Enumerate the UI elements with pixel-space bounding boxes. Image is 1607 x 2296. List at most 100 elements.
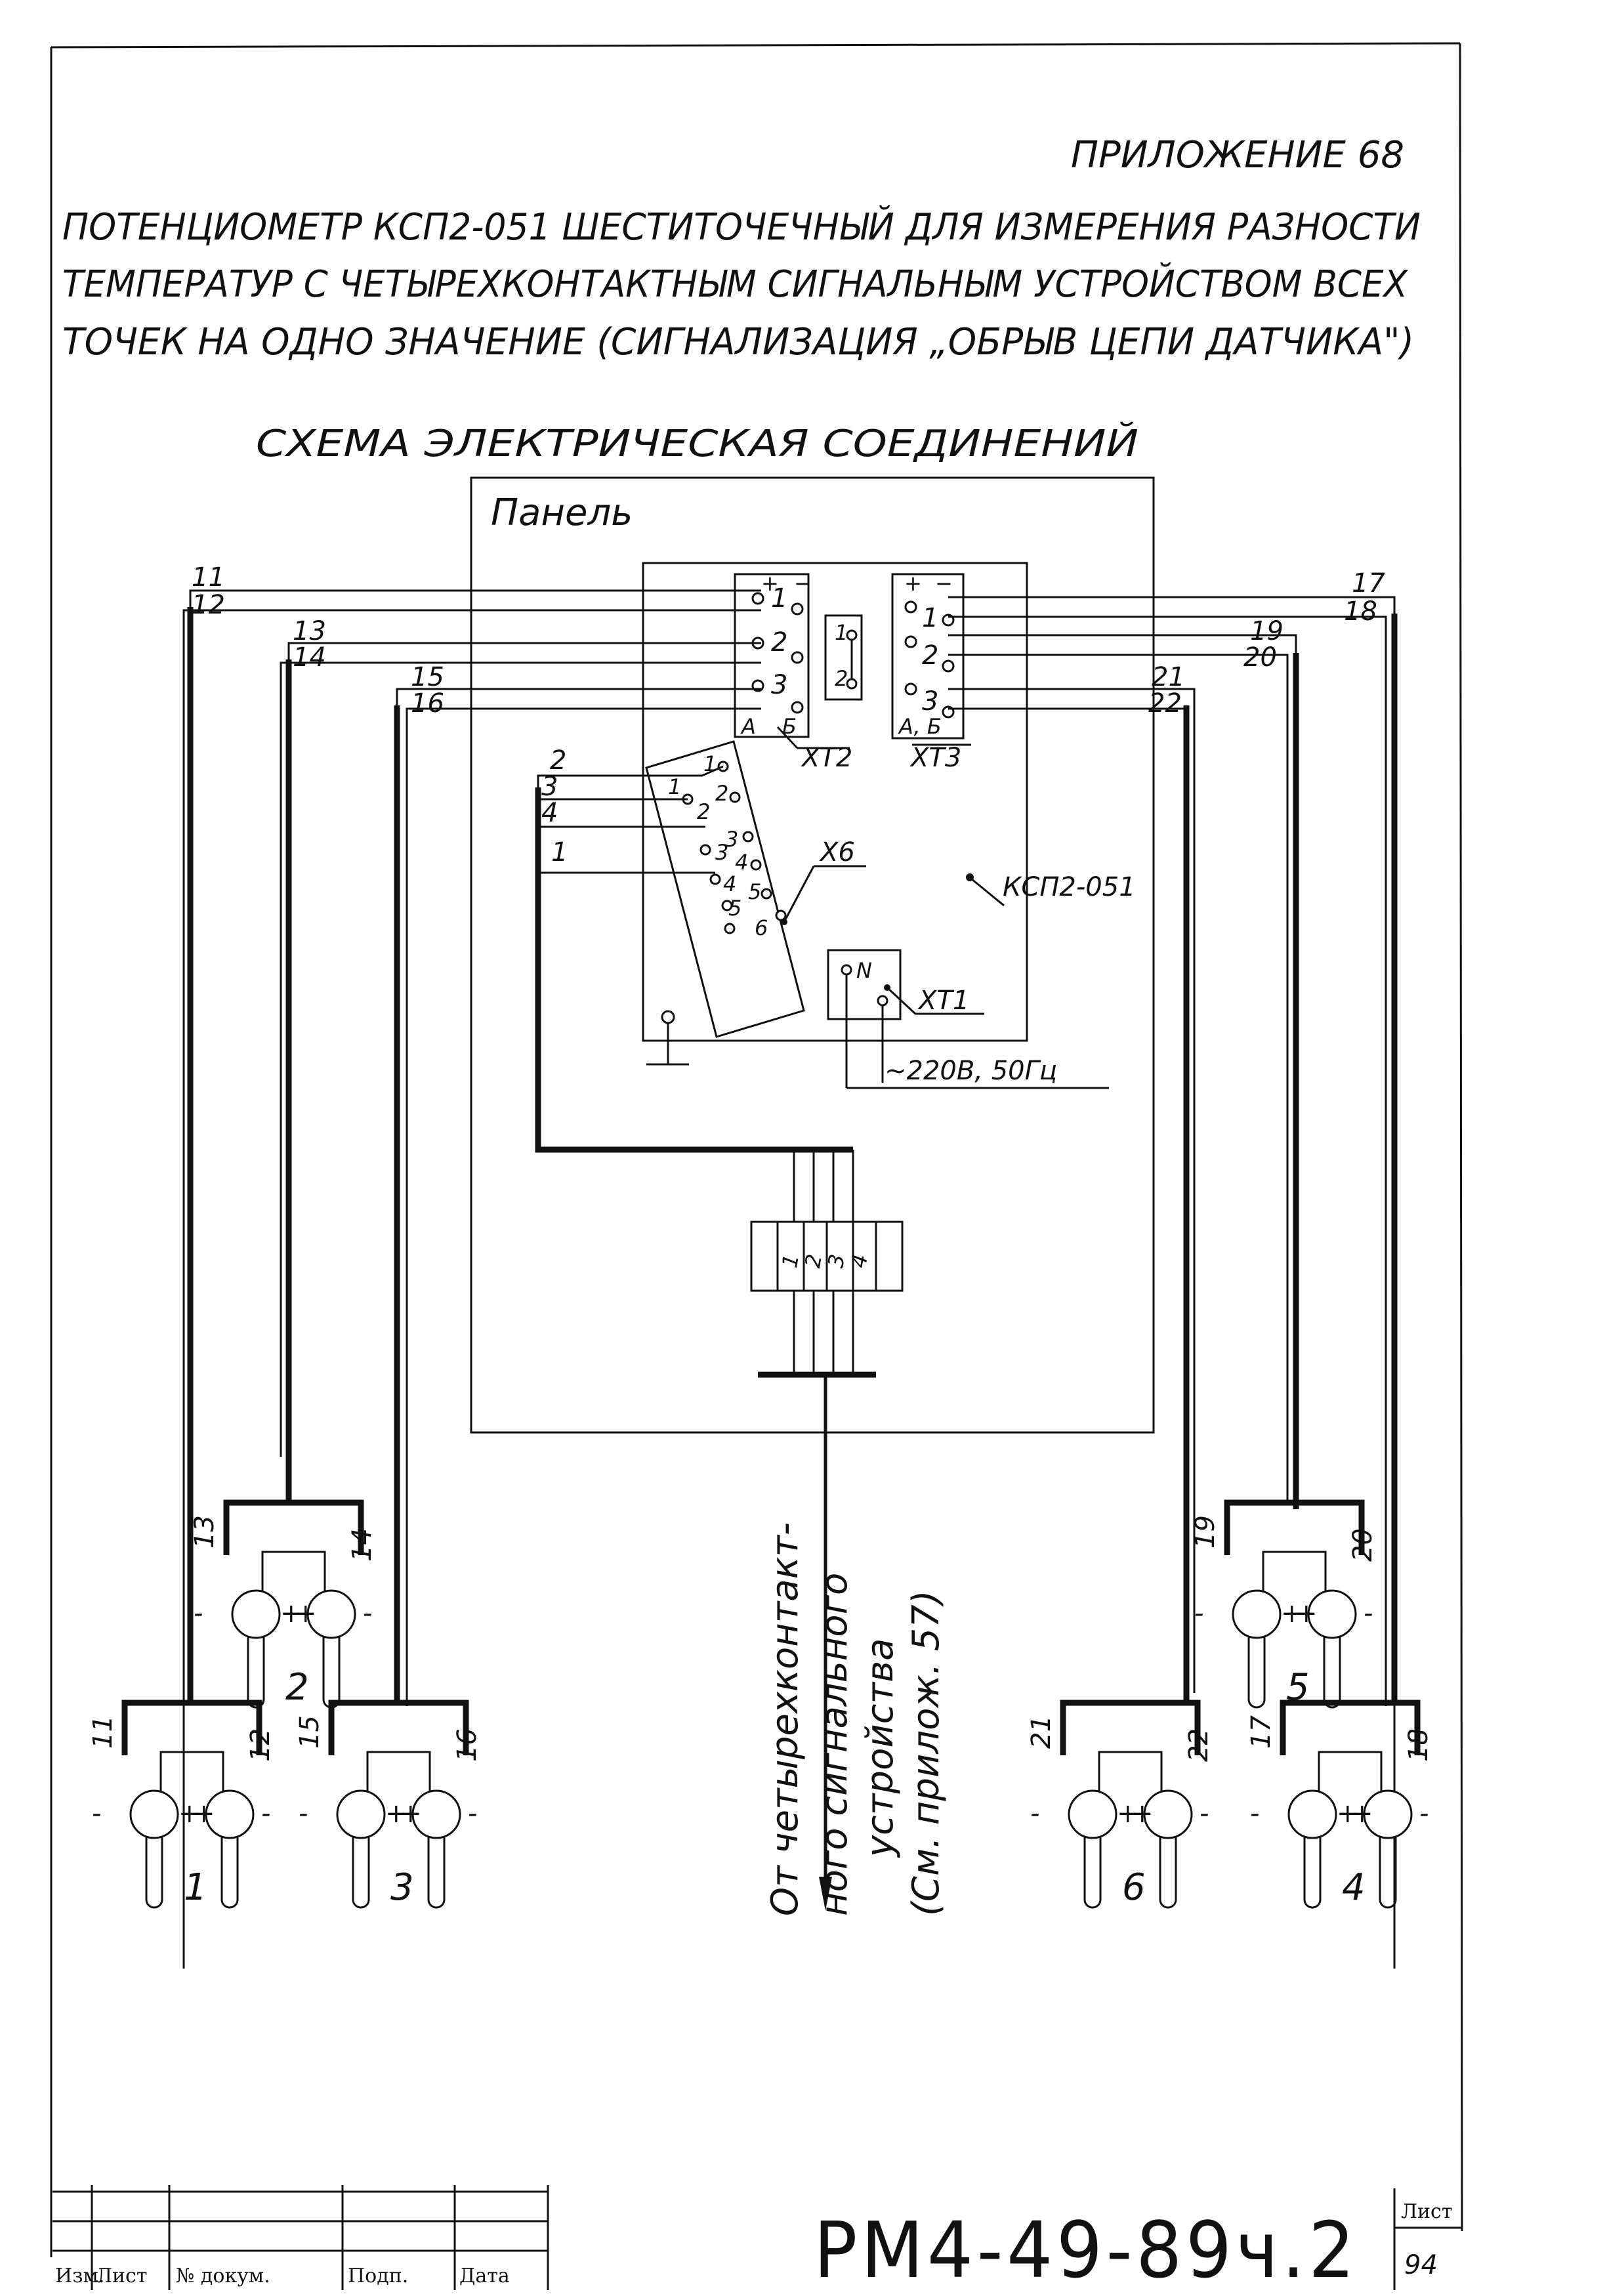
sensor-3-bulb-1: [336, 1789, 386, 1839]
x6-pin-2-top: 2: [715, 781, 728, 806]
x6-pin-5-left: 5: [728, 896, 741, 921]
sensor-4-bulb-1: [1287, 1789, 1337, 1839]
wire-label-17: 17: [1352, 568, 1385, 598]
sensor-1-bulb-2: [205, 1789, 255, 1839]
sensor-6-bulb-1: [1068, 1789, 1117, 1839]
xt3-pin-1: 1: [922, 603, 938, 633]
xt1-terminal-block: N XT1 ~220В, 50Гц: [827, 949, 1109, 1089]
jumper-pin-2: 2: [835, 666, 848, 691]
xt1-pin-n: N: [856, 958, 872, 983]
signal-note-line-3: устройства: [859, 1639, 902, 1858]
sensor-1-wire-a-label: 11: [88, 1715, 118, 1749]
xt3-pin-2: 2: [922, 640, 938, 671]
xt3-label: XT3: [909, 743, 961, 773]
sensor-3-minus-right: -: [468, 1799, 477, 1829]
sensor-4-minus-right: -: [1419, 1799, 1429, 1829]
diagram-subtitle: СХЕМА ЭЛЕКТРИЧЕСКАЯ СОЕДИНЕНИЙ: [256, 423, 1138, 465]
sensor-5-number: 5: [1286, 1666, 1310, 1709]
wire-label-15: 15: [411, 662, 444, 692]
terminal-block-pin-1: 1: [777, 1252, 804, 1270]
sensor-5-minus-right: -: [1364, 1598, 1373, 1629]
panel-label: Панель: [491, 491, 633, 534]
xt2-pin-1: 1: [771, 583, 787, 614]
jumper-block: 1 2: [824, 614, 863, 701]
sensor-2-number: 2: [285, 1666, 309, 1709]
sensor-4-plus-left: +: [1337, 1799, 1359, 1829]
wire-label-14: 14: [293, 642, 326, 673]
tb-col-date: Дата: [459, 2265, 510, 2287]
wire-label-11: 11: [192, 562, 225, 593]
x6-connector: 1 2 1 2 3 3 4 4 5 5 6 X6: [645, 740, 866, 1038]
sensor-4-wire-a-label: 17: [1246, 1715, 1276, 1749]
signal-note-line-1: От четырехконтакт-: [764, 1522, 806, 1916]
sensor-2-plus-left: +: [280, 1598, 303, 1629]
sensor-5-plus-right: +: [1295, 1598, 1318, 1629]
x6-pin-6: 6: [755, 915, 768, 940]
x6-wire-label-4: 4: [541, 798, 558, 828]
sensor-3-plus-right: +: [400, 1799, 422, 1829]
sensor-4-wire-b-label: 18: [1404, 1728, 1434, 1762]
sensor-1-plus-right: +: [193, 1799, 215, 1829]
sensor-5-bulb-2: [1307, 1589, 1357, 1639]
xt3-pin-ab: A, Б: [898, 714, 942, 739]
wire-label-21: 21: [1152, 662, 1185, 692]
x6-label: X6: [819, 837, 855, 867]
sensor-6-minus-left: -: [1030, 1799, 1039, 1829]
xt3-minus-sign: −: [935, 571, 953, 596]
signal-source-note: От четырехконтакт- ного сигнального устр…: [764, 1522, 948, 1916]
sensor-2-wire-a-label: 13: [190, 1515, 220, 1549]
signal-note-line-4: (См. прилож. 57): [905, 1590, 948, 1916]
x6-pin-3-left: 3: [715, 840, 728, 865]
sensor-5-wire-b-label: 20: [1348, 1528, 1378, 1562]
signal-note-line-2: ного сигнального: [813, 1573, 856, 1916]
sensor-3-wire-a-label: 15: [295, 1715, 325, 1749]
sheet-frame: [50, 42, 1463, 2257]
xt2-minus-sign: −: [794, 571, 812, 596]
sensor-3-plus-left: +: [385, 1799, 407, 1829]
sensor-6-plus-right: +: [1131, 1799, 1154, 1829]
sensor-6-bulb-2: [1143, 1789, 1193, 1839]
sensor-4-number: 4: [1342, 1866, 1366, 1909]
wire-label-20: 20: [1243, 642, 1277, 673]
sensor-6-plus-left: +: [1117, 1799, 1139, 1829]
sensor-6-number: 6: [1122, 1866, 1146, 1909]
sensor-6-wire-b-label: 22: [1184, 1728, 1214, 1762]
tb-col-doc: № докум.: [176, 2265, 270, 2287]
jumper-pin-1: 1: [835, 620, 848, 645]
title-line-2: ТЕМПЕРАТУР С ЧЕТЫРЕХКОНТАКТНЫМ СИГНАЛЬНЫ…: [62, 263, 1409, 306]
wire-label-22: 22: [1148, 688, 1182, 719]
terminal-block-pin-4: 4: [846, 1252, 873, 1270]
sensor-5-plus-left: +: [1281, 1598, 1303, 1629]
xt3-pin-3: 3: [922, 686, 938, 717]
xt1-label: XT1: [917, 986, 969, 1016]
appendix-title: ПРИЛОЖЕНИЕ 68: [1071, 134, 1404, 177]
xt2-pin-a: A: [740, 714, 756, 739]
tb-col-sign: Подп.: [348, 2265, 408, 2287]
x6-pin-2-left: 2: [697, 799, 710, 824]
sensor-1-minus-left: -: [92, 1799, 101, 1829]
sensor-2-bulb-2: [306, 1589, 356, 1639]
wire-label-18: 18: [1344, 596, 1377, 627]
document-code: РМ4-49-89ч.2: [814, 2205, 1358, 2295]
xt2-pin-3: 3: [771, 670, 787, 700]
wire-label-19: 19: [1250, 616, 1284, 646]
sensor-4-minus-left: -: [1250, 1799, 1259, 1829]
x6-pin-5-top: 5: [748, 879, 761, 904]
sensor-5-bulb-1: [1232, 1589, 1282, 1639]
sensor-5-wire-a-label: 19: [1190, 1515, 1221, 1549]
tb-col-list: Лист: [96, 2265, 147, 2287]
x6-pin-4-top: 4: [735, 850, 748, 875]
tb-col-izm: Изм.: [55, 2265, 104, 2287]
x6-signal-wires: 2 3 4 1: [535, 745, 853, 1153]
xt3-terminal-block: + − 1 2 3 A, Б XT3: [891, 571, 971, 773]
sensor-4-bulb-2: [1363, 1789, 1413, 1839]
sensor-3-wire-b-label: 16: [452, 1728, 482, 1762]
sensor-1-bulb-1: [129, 1789, 179, 1839]
power-label: ~220В, 50Гц: [885, 1056, 1057, 1086]
